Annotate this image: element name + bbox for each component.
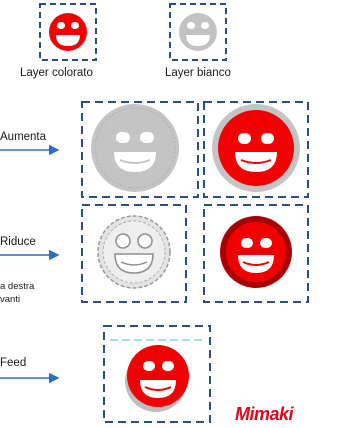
mimaki-logo: Mimaki (235, 404, 295, 424)
aumenta-colored-smiley-icon (212, 104, 300, 192)
legend-colored-label: Layer colorato (20, 67, 93, 79)
aumenta-colored-layer-frame (203, 101, 309, 198)
legend-white-label: Layer bianco (165, 67, 231, 79)
legend-colored-smiley-icon (49, 13, 87, 51)
legend-white-smiley-icon (179, 13, 217, 51)
feed-smiley-icon (125, 345, 189, 412)
riduce-white-smiley-icon (97, 215, 171, 289)
legend-colored-frame (39, 3, 97, 61)
riduce-label: Riduce (0, 236, 36, 248)
feed-frame (103, 325, 211, 423)
legend-white-frame (169, 3, 227, 61)
aumenta-label: Aumenta (0, 131, 47, 143)
aumenta-white-layer-frame (81, 101, 199, 198)
riduce-note-line2: vanti (0, 294, 21, 305)
riduce-note-line1: a destra (0, 281, 35, 292)
riduce-colored-smiley-icon (220, 216, 292, 288)
riduce-white-layer-frame (81, 204, 187, 303)
aumenta-white-smiley-icon (91, 104, 179, 192)
riduce-colored-layer-frame (203, 204, 309, 303)
feed-label: Feed (0, 357, 27, 369)
